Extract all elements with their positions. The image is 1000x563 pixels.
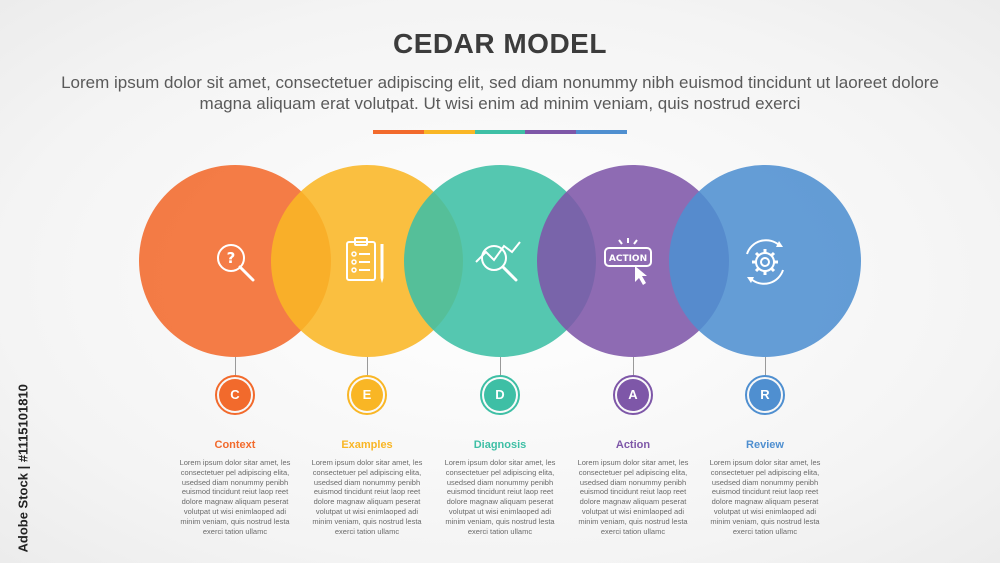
divider-segment-review	[576, 130, 627, 134]
review-label: Review	[746, 439, 784, 451]
svg-text:?: ?	[227, 249, 236, 267]
context-badge: C	[219, 379, 251, 411]
action-stem	[633, 357, 634, 377]
divider-segment-action	[525, 130, 577, 134]
examples-description: Lorem ipsum dolor sitar amet, les consec…	[311, 458, 423, 536]
page-subtitle: Lorem ipsum dolor sit amet, consectetuer…	[61, 73, 939, 113]
review-description: Lorem ipsum dolor sitar amet, les consec…	[709, 458, 821, 536]
watermark-text: Adobe Stock | #1115101810	[15, 384, 31, 553]
review-circle	[669, 165, 861, 357]
diagnosis-description: Lorem ipsum dolor sitar amet, les consec…	[444, 458, 556, 536]
context-stem	[235, 357, 236, 377]
review-stem	[765, 357, 766, 377]
context-label: Context	[214, 439, 256, 451]
action-icon-text: ACTION	[609, 254, 647, 264]
divider-segment-examples	[423, 130, 475, 134]
diagnosis-label: Diagnosis	[473, 439, 527, 451]
gear-cycle-icon	[746, 239, 784, 285]
examples-badge: E	[351, 379, 383, 411]
chart-magnifier-icon	[475, 241, 521, 282]
diagnosis-badge-ring	[480, 375, 520, 415]
color-divider	[373, 130, 627, 134]
action-badge: A	[617, 379, 649, 411]
action-badge-ring	[613, 375, 653, 415]
diagnosis-stem	[500, 357, 501, 377]
examples-badge-ring	[347, 375, 387, 415]
examples-stem	[367, 357, 368, 377]
examples-label: Examples	[341, 439, 393, 451]
stock-watermark: Adobe Stock | #1115101810	[8, 330, 31, 560]
magnifier-question-icon: ?	[217, 244, 255, 282]
review-badge-ring	[745, 375, 785, 415]
action-button-cursor-icon: ACTION	[604, 238, 652, 285]
divider-segment-diagnosis	[474, 130, 526, 134]
page-title: CEDAR MODEL	[393, 28, 607, 59]
clipboard-checklist-icon	[346, 237, 384, 283]
divider-segment-context	[373, 130, 424, 134]
action-description: Lorem ipsum dolor sitar amet, les consec…	[577, 458, 689, 536]
diagnosis-badge: D	[484, 379, 516, 411]
context-badge-ring	[215, 375, 255, 415]
context-description: Lorem ipsum dolor sitar amet, les consec…	[179, 458, 291, 536]
review-badge: R	[749, 379, 781, 411]
action-label: Action	[615, 439, 651, 451]
